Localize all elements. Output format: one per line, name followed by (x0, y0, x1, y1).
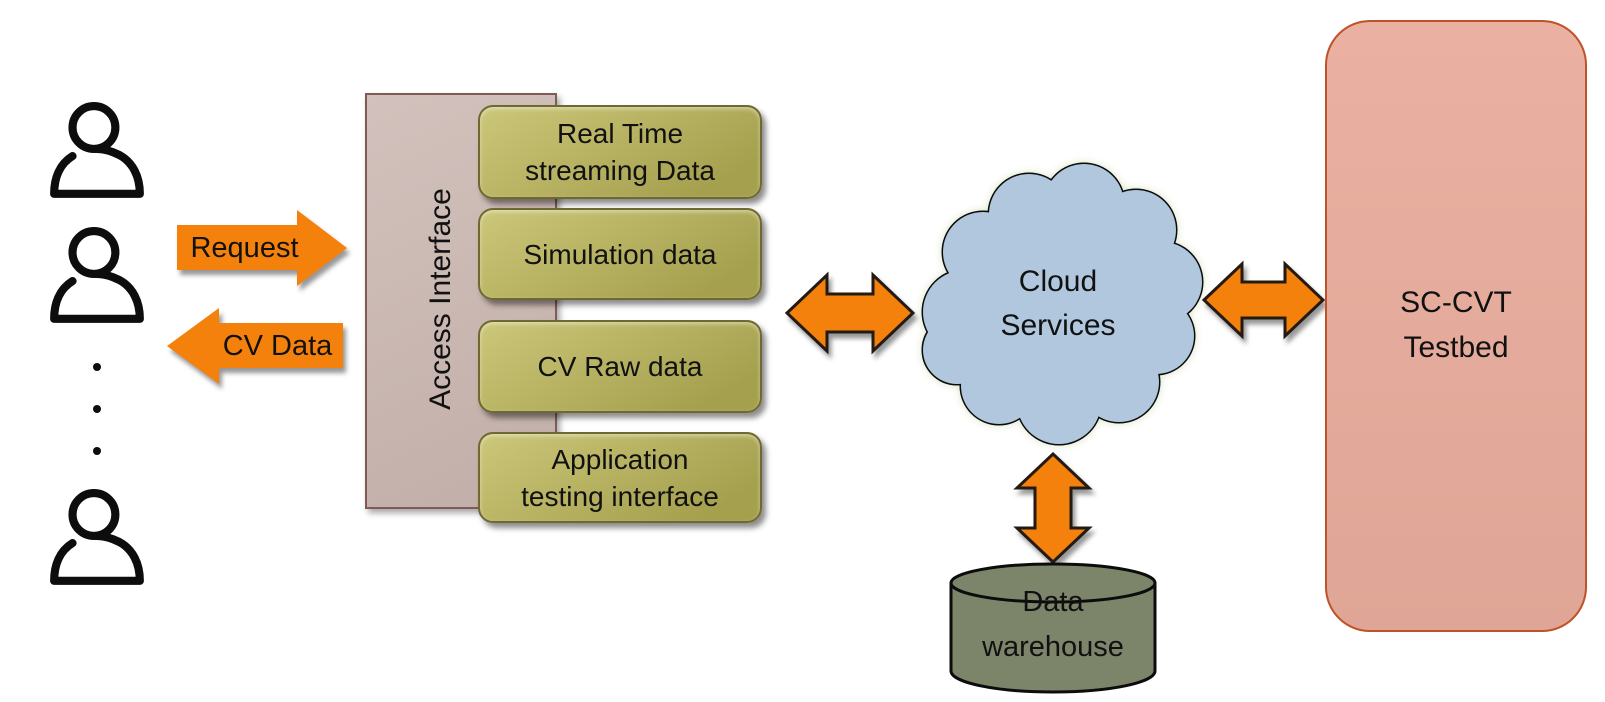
boxes-cloud-bidirectional-arrow-icon (785, 271, 915, 355)
data-box-label: Simulation data (523, 238, 717, 270)
data-warehouse-label: Data warehouse (982, 586, 1124, 663)
request-arrow: Request (177, 208, 347, 288)
data-box-simulation-data: Simulation data (478, 208, 762, 300)
data-box-real-time-streaming: Real Time streaming Data (478, 105, 762, 199)
data-box-label: Real Time streaming Data (525, 118, 715, 186)
sc-cvt-testbed-box (1325, 20, 1587, 632)
users-ellipsis (93, 363, 101, 455)
left-arrow-icon (167, 308, 343, 384)
data-box-label: Application testing interface (521, 443, 719, 512)
ellipsis-dot (93, 363, 101, 371)
cloud-warehouse-bidirectional-arrow-icon (1013, 452, 1093, 564)
data-box-label: CV Raw data (537, 351, 703, 382)
cloud-testbed-bidirectional-arrow-icon (1202, 260, 1325, 340)
cloud-icon (921, 162, 1204, 446)
user-icon (46, 226, 148, 328)
cloud-label: Cloud Services (1000, 265, 1116, 342)
sc-cvt-testbed-label: SC-CVT Testbed (1400, 286, 1512, 364)
cv-data-arrow: CV Data (167, 307, 343, 385)
data-box-cv-raw-data: CV Raw data (478, 320, 762, 413)
database-cylinder-icon (949, 562, 1157, 694)
user-icon (46, 488, 148, 590)
request-arrow-label: Request (190, 231, 299, 264)
cv-data-arrow-label: CV Data (222, 329, 333, 362)
user-icon (46, 101, 148, 203)
data-box-application-testing: Application testing interface (478, 432, 762, 523)
ellipsis-dot (93, 405, 101, 413)
access-interface-label: Access Interface (424, 188, 457, 410)
ellipsis-dot (93, 447, 101, 455)
right-arrow-icon (177, 210, 347, 286)
